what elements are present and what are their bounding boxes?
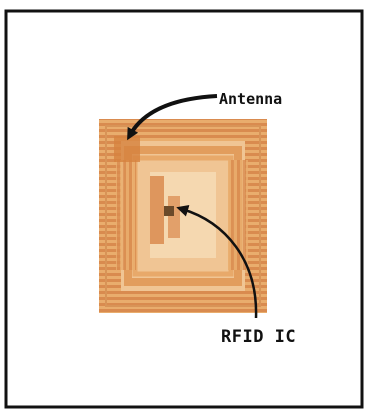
antenna-arrow — [127, 94, 218, 141]
rfid-chip — [164, 206, 174, 216]
rfid-tag — [99, 119, 267, 313]
rfid-ic-arrow — [176, 204, 258, 319]
antenna-label: Antenna — [219, 90, 283, 108]
antenna-coil-outer — [99, 119, 267, 313]
rfid-ic-label: RFID IC — [221, 327, 297, 347]
